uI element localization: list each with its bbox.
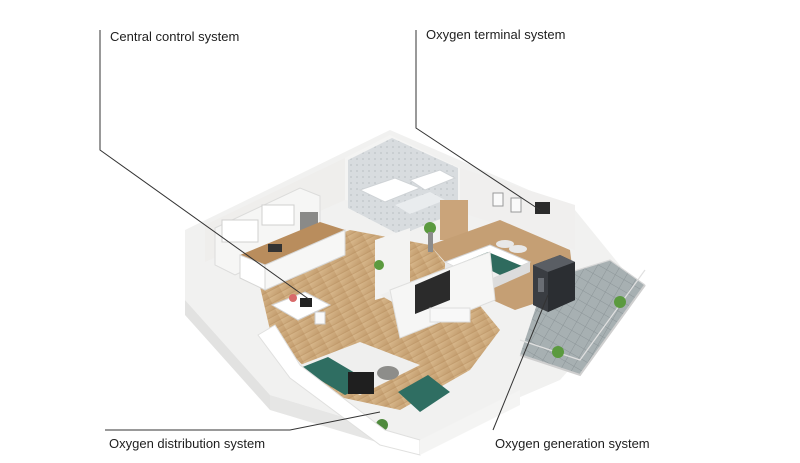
leader-line-generation — [492, 294, 549, 431]
bathroom — [348, 138, 468, 240]
front-walls — [257, 324, 520, 456]
leader-line-terminal — [415, 30, 541, 211]
leader-line-central — [99, 30, 311, 301]
oxygen-generator-unit — [533, 255, 575, 312]
central-control-label: Central control system — [110, 29, 240, 44]
leader-lines — [99, 30, 549, 431]
oxygen-distribution-label: Oxygen distribution system — [109, 436, 266, 451]
desk-area — [270, 291, 332, 325]
kitchen — [214, 187, 346, 291]
oxygen-terminal-label: Oxygen terminal system — [426, 27, 566, 42]
tv-partition — [375, 228, 500, 339]
plants — [374, 222, 436, 270]
oxygen-generation-label: Oxygen generation system — [495, 436, 650, 451]
leader-line-distribution — [105, 411, 381, 431]
